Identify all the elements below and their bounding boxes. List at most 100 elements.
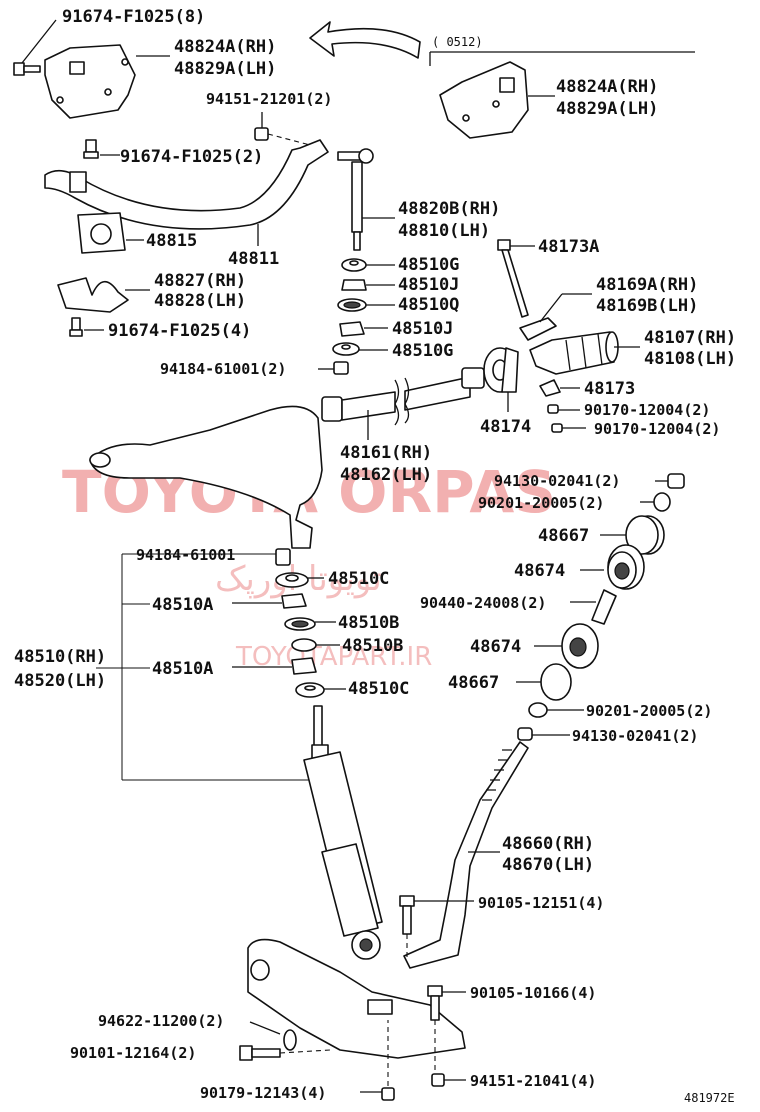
bolt-91674-2 bbox=[83, 139, 99, 159]
bolt-91674-top bbox=[13, 62, 41, 76]
shock-absorber-48510 bbox=[303, 705, 383, 960]
label-90170-12004-a: 90170-12004(2) bbox=[584, 401, 710, 419]
nut-94151-21041 bbox=[431, 1073, 445, 1087]
bushing-48510a-1 bbox=[281, 593, 307, 609]
label-48510b-2: 48510B bbox=[342, 636, 403, 656]
retainer-48667-bot bbox=[540, 663, 572, 701]
label-48510c-2: 48510C bbox=[348, 679, 409, 699]
collar-90440 bbox=[591, 589, 617, 625]
label-48810-lh: 48810(LH) bbox=[398, 221, 490, 241]
label-48169b-lh: 48169B(LH) bbox=[596, 296, 698, 316]
label-48510j-2: 48510J bbox=[392, 319, 453, 339]
nut-94184-1 bbox=[275, 548, 291, 566]
label-48510q: 48510Q bbox=[398, 295, 459, 315]
label-48820b-rh: 48820B(RH) bbox=[398, 199, 500, 219]
label-94151-21041: 94151-21041(4) bbox=[470, 1072, 596, 1090]
label-48667-bot: 48667 bbox=[448, 673, 499, 693]
bump-stopper-48660 bbox=[403, 741, 529, 969]
label-94151-21201: 94151-21201(2) bbox=[206, 90, 332, 108]
label-48510c-1: 48510C bbox=[328, 569, 389, 589]
bushing-48510a-2 bbox=[291, 657, 317, 675]
nut-94130-bot bbox=[517, 727, 533, 741]
label-90101-12164: 90101-12164(2) bbox=[70, 1044, 196, 1062]
label-48667-top: 48667 bbox=[538, 526, 589, 546]
label-94184-61001-2: 94184-61001(2) bbox=[160, 360, 286, 378]
label-94184-61001-1: 94184-61001 bbox=[136, 546, 235, 564]
label-48828-lh: 48828(LH) bbox=[154, 291, 246, 311]
label-90105-10166: 90105-10166(4) bbox=[470, 984, 596, 1002]
label-48108-lh: 48108(LH) bbox=[644, 349, 736, 369]
label-94130-02041-top: 94130-02041(2) bbox=[494, 472, 620, 490]
label-90201-20005-top: 90201-20005(2) bbox=[478, 494, 604, 512]
bushing-48510b-1 bbox=[284, 617, 316, 631]
label-48510b-1: 48510B bbox=[338, 613, 399, 633]
bracket-48824a-right bbox=[439, 61, 529, 139]
bolt-91674-4 bbox=[69, 317, 83, 337]
part-48173 bbox=[539, 379, 561, 397]
bracket-48824a-left bbox=[44, 44, 136, 119]
label-48174: 48174 bbox=[480, 417, 531, 437]
label-48510a-2: 48510A bbox=[152, 659, 213, 679]
lower-control-arm bbox=[247, 938, 466, 1059]
bushing-48107 bbox=[529, 331, 619, 375]
label-48510-rh: 48510(RH) bbox=[14, 647, 106, 667]
washer-90201-bot bbox=[528, 702, 548, 718]
nut-90170-b bbox=[551, 423, 563, 433]
label-48827-rh: 48827(RH) bbox=[154, 271, 246, 291]
label-91674-f1025-4: 91674-F1025(4) bbox=[108, 321, 251, 341]
nut-94130-top bbox=[667, 473, 685, 489]
nut-94184-2 bbox=[333, 361, 349, 375]
bushing-48510q bbox=[337, 298, 367, 312]
washer-48510g-2 bbox=[332, 342, 360, 356]
label-48811: 48811 bbox=[228, 249, 279, 269]
nut-94151-21201 bbox=[254, 127, 269, 141]
label-48510j-1: 48510J bbox=[398, 275, 459, 295]
bolt-90101 bbox=[239, 1045, 281, 1061]
bushing-48510j-1 bbox=[341, 279, 367, 291]
bracket-48827 bbox=[57, 277, 129, 313]
label-94622-11200: 94622-11200(2) bbox=[98, 1012, 224, 1030]
stabilizer-link-48820b bbox=[337, 148, 374, 251]
washer-48510g-1 bbox=[341, 258, 367, 272]
label-48520-lh: 48520(LH) bbox=[14, 671, 106, 691]
upper-control-arm bbox=[89, 405, 323, 549]
label-90170-12004-b: 90170-12004(2) bbox=[594, 420, 720, 438]
bushing-48674-top bbox=[607, 544, 645, 590]
label-48670-lh: 48670(LH) bbox=[502, 855, 594, 875]
bushing-48510b-2 bbox=[291, 638, 317, 652]
label-date-note: ( 0512) bbox=[432, 35, 483, 49]
retainer-48667-top bbox=[625, 515, 665, 555]
label-48674-top: 48674 bbox=[514, 561, 565, 581]
label-91674-f1025-8: 91674-F1025(8) bbox=[62, 7, 205, 27]
label-90179-12143: 90179-12143(4) bbox=[200, 1084, 326, 1102]
bushing-48510j-2 bbox=[339, 321, 365, 337]
label-90105-12151: 90105-12151(4) bbox=[478, 894, 604, 912]
label-94130-02041-bot: 94130-02041(2) bbox=[572, 727, 698, 745]
label-48660-rh: 48660(RH) bbox=[502, 834, 594, 854]
arm-48169a bbox=[519, 317, 557, 341]
washer-90201-top bbox=[653, 492, 671, 512]
figure-id: 481972E bbox=[684, 1091, 735, 1105]
label-91674-f1025-2: 91674-F1025(2) bbox=[120, 147, 263, 167]
torsion-bar-48161 bbox=[321, 367, 485, 426]
nut-90170-a bbox=[547, 404, 559, 414]
label-48173a: 48173A bbox=[538, 237, 599, 257]
stabilizer-bar-48811 bbox=[44, 139, 329, 230]
nut-90179 bbox=[381, 1087, 395, 1101]
bushing-48674-bot bbox=[561, 623, 599, 669]
washer-94622 bbox=[283, 1029, 297, 1051]
label-48824a-rh-2: 48824A(RH) bbox=[556, 77, 658, 97]
label-48674-bot: 48674 bbox=[470, 637, 521, 657]
bolt-90105-12151 bbox=[399, 895, 415, 935]
anchor-arm-48174 bbox=[483, 347, 519, 393]
label-48829a-lh-1: 48829A(LH) bbox=[174, 59, 276, 79]
label-48169a-rh: 48169A(RH) bbox=[596, 275, 698, 295]
label-48162-lh: 48162(LH) bbox=[340, 465, 432, 485]
label-48161-rh: 48161(RH) bbox=[340, 443, 432, 463]
bolt-48173a bbox=[497, 239, 529, 318]
direction-arrow bbox=[309, 21, 421, 59]
label-90440-24008: 90440-24008(2) bbox=[420, 594, 546, 612]
label-90201-20005-bot: 90201-20005(2) bbox=[586, 702, 712, 720]
label-48815: 48815 bbox=[146, 231, 197, 251]
